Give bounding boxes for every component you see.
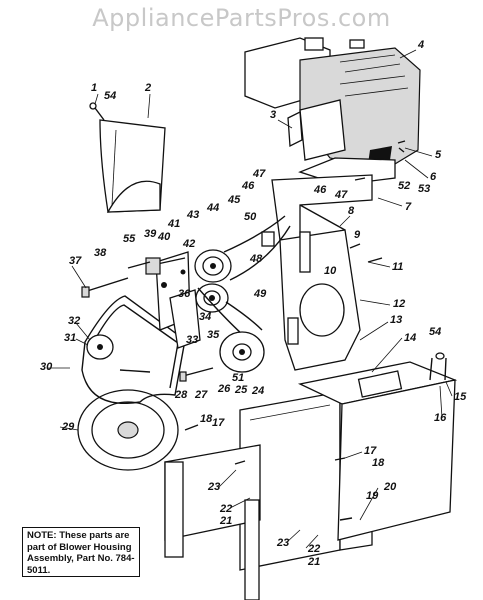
label-45: 45 — [227, 194, 241, 206]
label-17-left: 17 — [212, 417, 225, 429]
label-4: 4 — [417, 39, 424, 51]
label-51: 51 — [232, 372, 244, 384]
label-14: 14 — [404, 332, 416, 344]
label-39: 39 — [144, 228, 157, 240]
label-15: 15 — [454, 391, 467, 403]
label-16: 16 — [434, 412, 447, 424]
pulleys-and-belts — [77, 215, 291, 471]
label-7: 7 — [405, 201, 412, 213]
label-35: 35 — [207, 329, 220, 341]
label-48: 48 — [249, 253, 263, 265]
label-1: 1 — [91, 82, 97, 94]
label-40: 40 — [157, 231, 171, 243]
label-30: 30 — [40, 361, 53, 373]
label-43: 43 — [186, 209, 199, 221]
label-49: 49 — [253, 288, 267, 300]
fasteners — [81, 140, 447, 521]
label-6: 6 — [430, 171, 437, 183]
label-13: 13 — [390, 314, 402, 326]
label-24: 24 — [251, 385, 264, 397]
label-55: 55 — [123, 233, 136, 245]
label-32: 32 — [68, 315, 80, 327]
label-9: 9 — [354, 229, 361, 241]
label-46-mid: 46 — [313, 184, 327, 196]
label-18-left: 18 — [200, 413, 213, 425]
leader-lines — [48, 49, 453, 549]
label-25: 25 — [234, 384, 248, 396]
label-54-right: 54 — [429, 326, 441, 338]
label-46-top: 46 — [241, 180, 255, 192]
housing-plate — [297, 361, 458, 541]
label-52: 52 — [398, 180, 410, 192]
label-23-bottom: 23 — [276, 537, 289, 549]
label-29: 29 — [61, 421, 75, 433]
label-50: 50 — [244, 211, 257, 223]
label-8: 8 — [348, 205, 355, 217]
label-12: 12 — [393, 298, 405, 310]
label-37: 37 — [69, 255, 82, 267]
bracket-assembly — [145, 251, 201, 349]
label-17-right: 17 — [364, 445, 377, 457]
label-22-top: 22 — [219, 503, 232, 515]
note-box: NOTE: These parts are part of Blower Hou… — [22, 527, 140, 577]
label-44: 44 — [206, 202, 219, 214]
label-31: 31 — [64, 332, 76, 344]
label-22-bottom: 22 — [307, 543, 320, 555]
label-54-top: 54 — [104, 90, 116, 102]
side-panel — [164, 444, 261, 600]
label-3: 3 — [270, 109, 276, 121]
label-34: 34 — [199, 311, 211, 323]
label-10: 10 — [324, 265, 337, 277]
label-33: 33 — [186, 334, 198, 346]
part-labels: 1 54 2 3 4 5 6 52 53 7 47 46 46 47 8 45 … — [40, 39, 467, 568]
label-2: 2 — [144, 82, 151, 94]
label-53: 53 — [418, 183, 430, 195]
label-5: 5 — [435, 149, 442, 161]
label-27: 27 — [194, 389, 208, 401]
label-26: 26 — [217, 383, 231, 395]
label-47-top: 47 — [252, 168, 266, 180]
label-42: 42 — [182, 238, 195, 250]
label-41: 41 — [167, 218, 180, 230]
watermark: AppliancePartsPros.com — [92, 4, 391, 32]
label-38: 38 — [94, 247, 107, 259]
label-18-right: 18 — [372, 457, 385, 469]
label-11: 11 — [392, 261, 403, 273]
label-21-top: 21 — [219, 515, 232, 527]
label-19: 19 — [366, 490, 379, 502]
label-36: 36 — [178, 288, 191, 300]
label-28: 28 — [174, 389, 188, 401]
label-47-mid: 47 — [334, 189, 348, 201]
discharge-chute — [89, 102, 166, 213]
label-23-top: 23 — [207, 481, 220, 493]
label-21-bottom: 21 — [307, 556, 320, 568]
label-20: 20 — [383, 481, 397, 493]
